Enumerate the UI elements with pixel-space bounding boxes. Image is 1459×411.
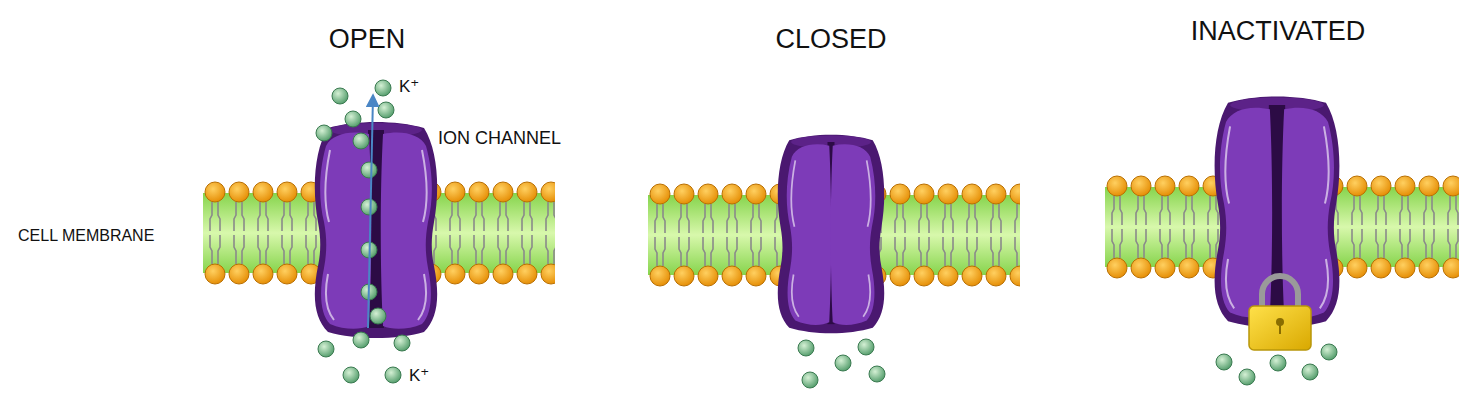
ion-label: K⁺ [399, 77, 419, 97]
potassium-ions [798, 339, 885, 388]
closed-channel [778, 135, 884, 334]
part-label: ION CHANNEL [438, 128, 561, 149]
ion-label: K⁺ [409, 366, 429, 386]
padlock-symbol [1249, 276, 1311, 350]
flow-arrow [368, 96, 373, 328]
panel-title: CLOSED [775, 24, 886, 55]
part-label: CELL MEMBRANE [18, 227, 154, 245]
open-channel [315, 122, 437, 338]
panel-title: OPEN [329, 24, 406, 55]
potassium-ions [316, 80, 410, 383]
panel-title: INACTIVATED [1191, 16, 1366, 47]
inactivated-channel [1215, 96, 1340, 327]
